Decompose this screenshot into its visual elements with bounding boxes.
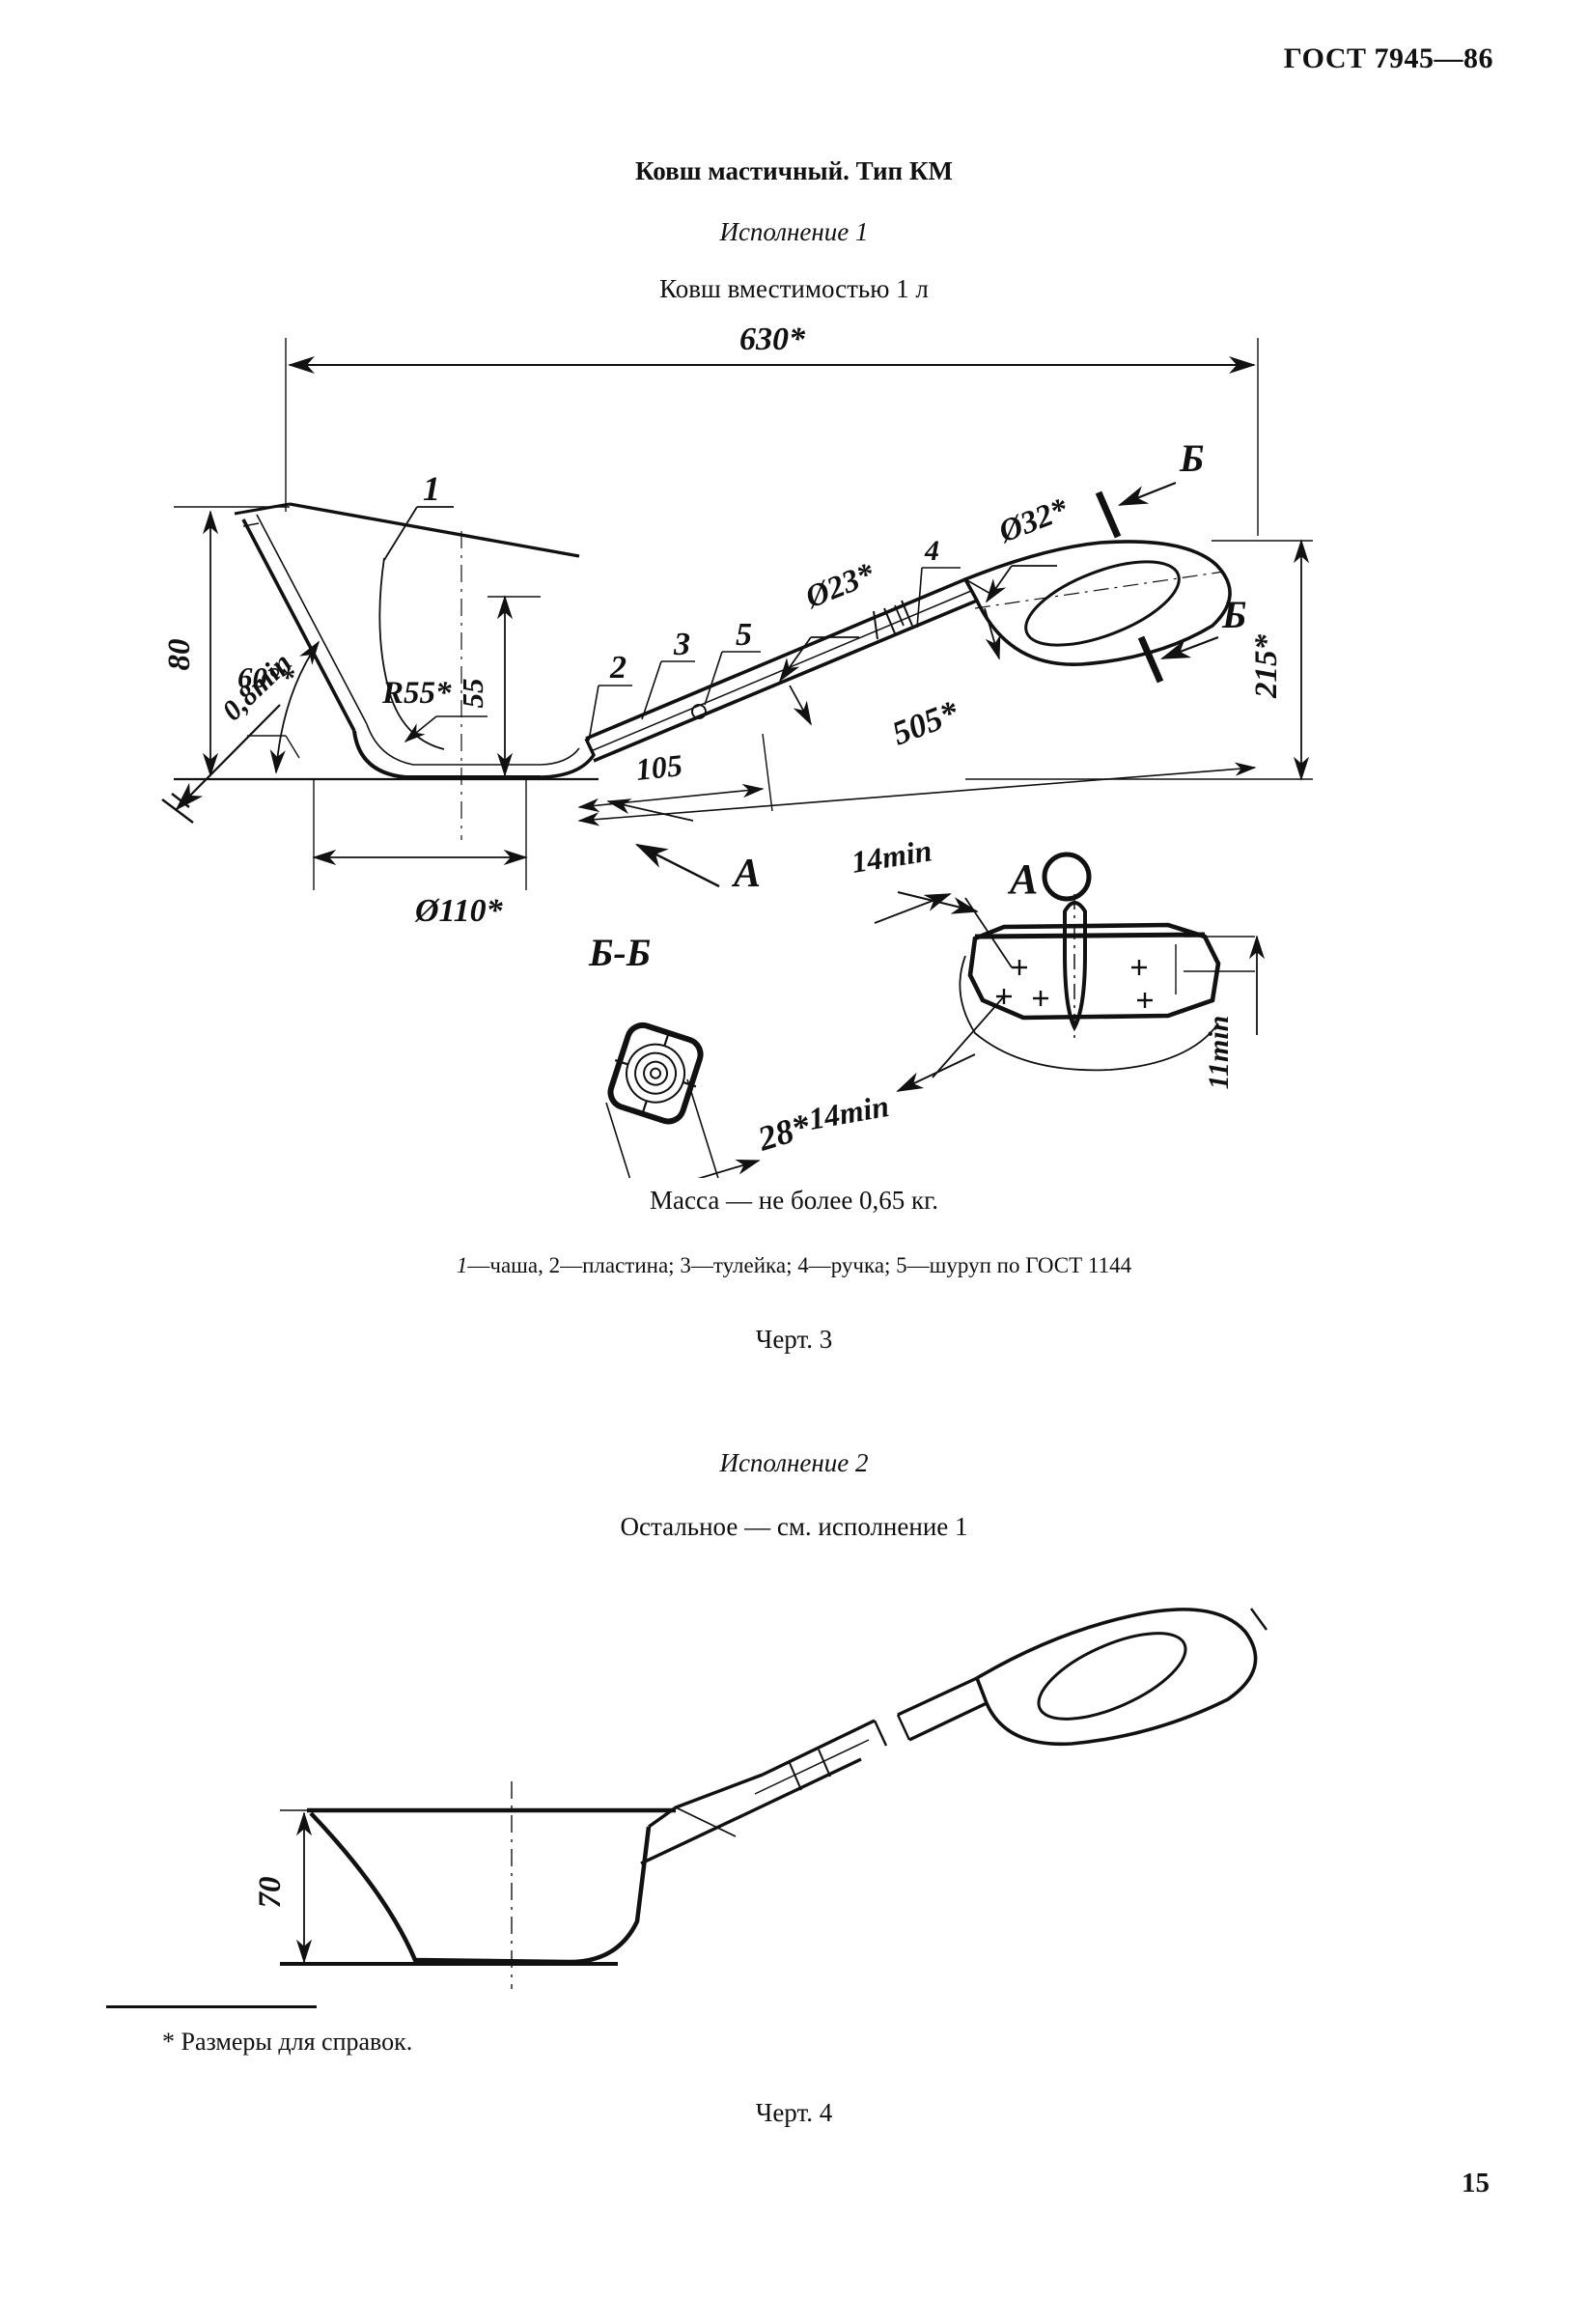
footnote-text: * Размеры для справок. — [162, 2028, 413, 2056]
detail-a-weld-bottom: 14min — [806, 1088, 892, 1136]
figure-4-caption: Черт. 4 — [755, 2098, 833, 2127]
footnote-divider — [106, 2005, 317, 2008]
standard-designation: ГОСТ 7945—86 — [1283, 42, 1493, 74]
dim-bowl-angle: 60°* — [237, 660, 294, 694]
dim-overall-height: 215* — [1249, 634, 1284, 700]
dim-bowl-height: 80 — [162, 639, 197, 671]
dim-bowl-inner-height: 55 — [456, 679, 489, 709]
parts-legend-first-index: 1 — [456, 1253, 468, 1277]
parts-legend: 1—чаша, 2—пластина; 3—тулейка; 4—ручка; … — [0, 1253, 1588, 1278]
page-title: Ковш мастичный. Тип КМ — [635, 156, 953, 185]
dim-plate-length: 105 — [634, 747, 684, 787]
dim-socket-diameter: Ø23* — [800, 556, 880, 615]
variant-1-heading: Исполнение 1 — [719, 217, 869, 246]
detail-mark-a: А — [731, 852, 761, 896]
part-number-2: 2 — [609, 650, 627, 686]
variant-2-heading: Исполнение 2 — [719, 1448, 869, 1477]
dim-grip-diameter: Ø32* — [993, 491, 1073, 549]
capacity-subtitle: Ковш вместимостью 1 л — [659, 274, 929, 303]
section-bb-dimension: 28* — [753, 1106, 816, 1159]
section-mark-b-bottom: Б — [1221, 593, 1246, 636]
rest-note: Остальное — см. исполнение 1 — [620, 1512, 968, 1541]
dim-handle-length: 505* — [887, 693, 964, 753]
section-bb-title: Б-Б — [588, 931, 651, 974]
detail-a-weld-top: 14min — [849, 832, 933, 880]
part-number-3: 3 — [673, 627, 690, 662]
dim-bowl-height-2: 70 — [253, 1877, 288, 1909]
dim-bowl-diameter: Ø110* — [414, 893, 504, 929]
part-number-5: 5 — [736, 617, 752, 653]
figure-1-drawing: 630* 0,8min 80 60°* R55* 55 Ø110* 105 Ø2… — [0, 319, 1588, 1178]
mass-note: Масса — не более 0,65 кг. — [650, 1186, 938, 1215]
dim-bowl-radius: R55* — [381, 676, 452, 711]
section-mark-b-top: Б — [1179, 436, 1204, 480]
part-number-4: 4 — [924, 535, 939, 567]
figure-3-caption: Черт. 3 — [755, 1325, 833, 1354]
figure-2-drawing: 70 — [0, 1574, 1588, 1989]
part-number-1: 1 — [423, 469, 440, 508]
detail-a-title: А — [1007, 855, 1038, 903]
page-number: 15 — [1462, 2168, 1490, 2198]
detail-a-weld-side: 11min — [1203, 1016, 1235, 1090]
parts-legend-text: —чаша, 2—пластина; 3—тулейка; 4—ручка; 5… — [467, 1253, 1132, 1277]
detail-a-circle-symbol — [1042, 852, 1092, 902]
dim-overall-length: 630* — [739, 322, 806, 357]
